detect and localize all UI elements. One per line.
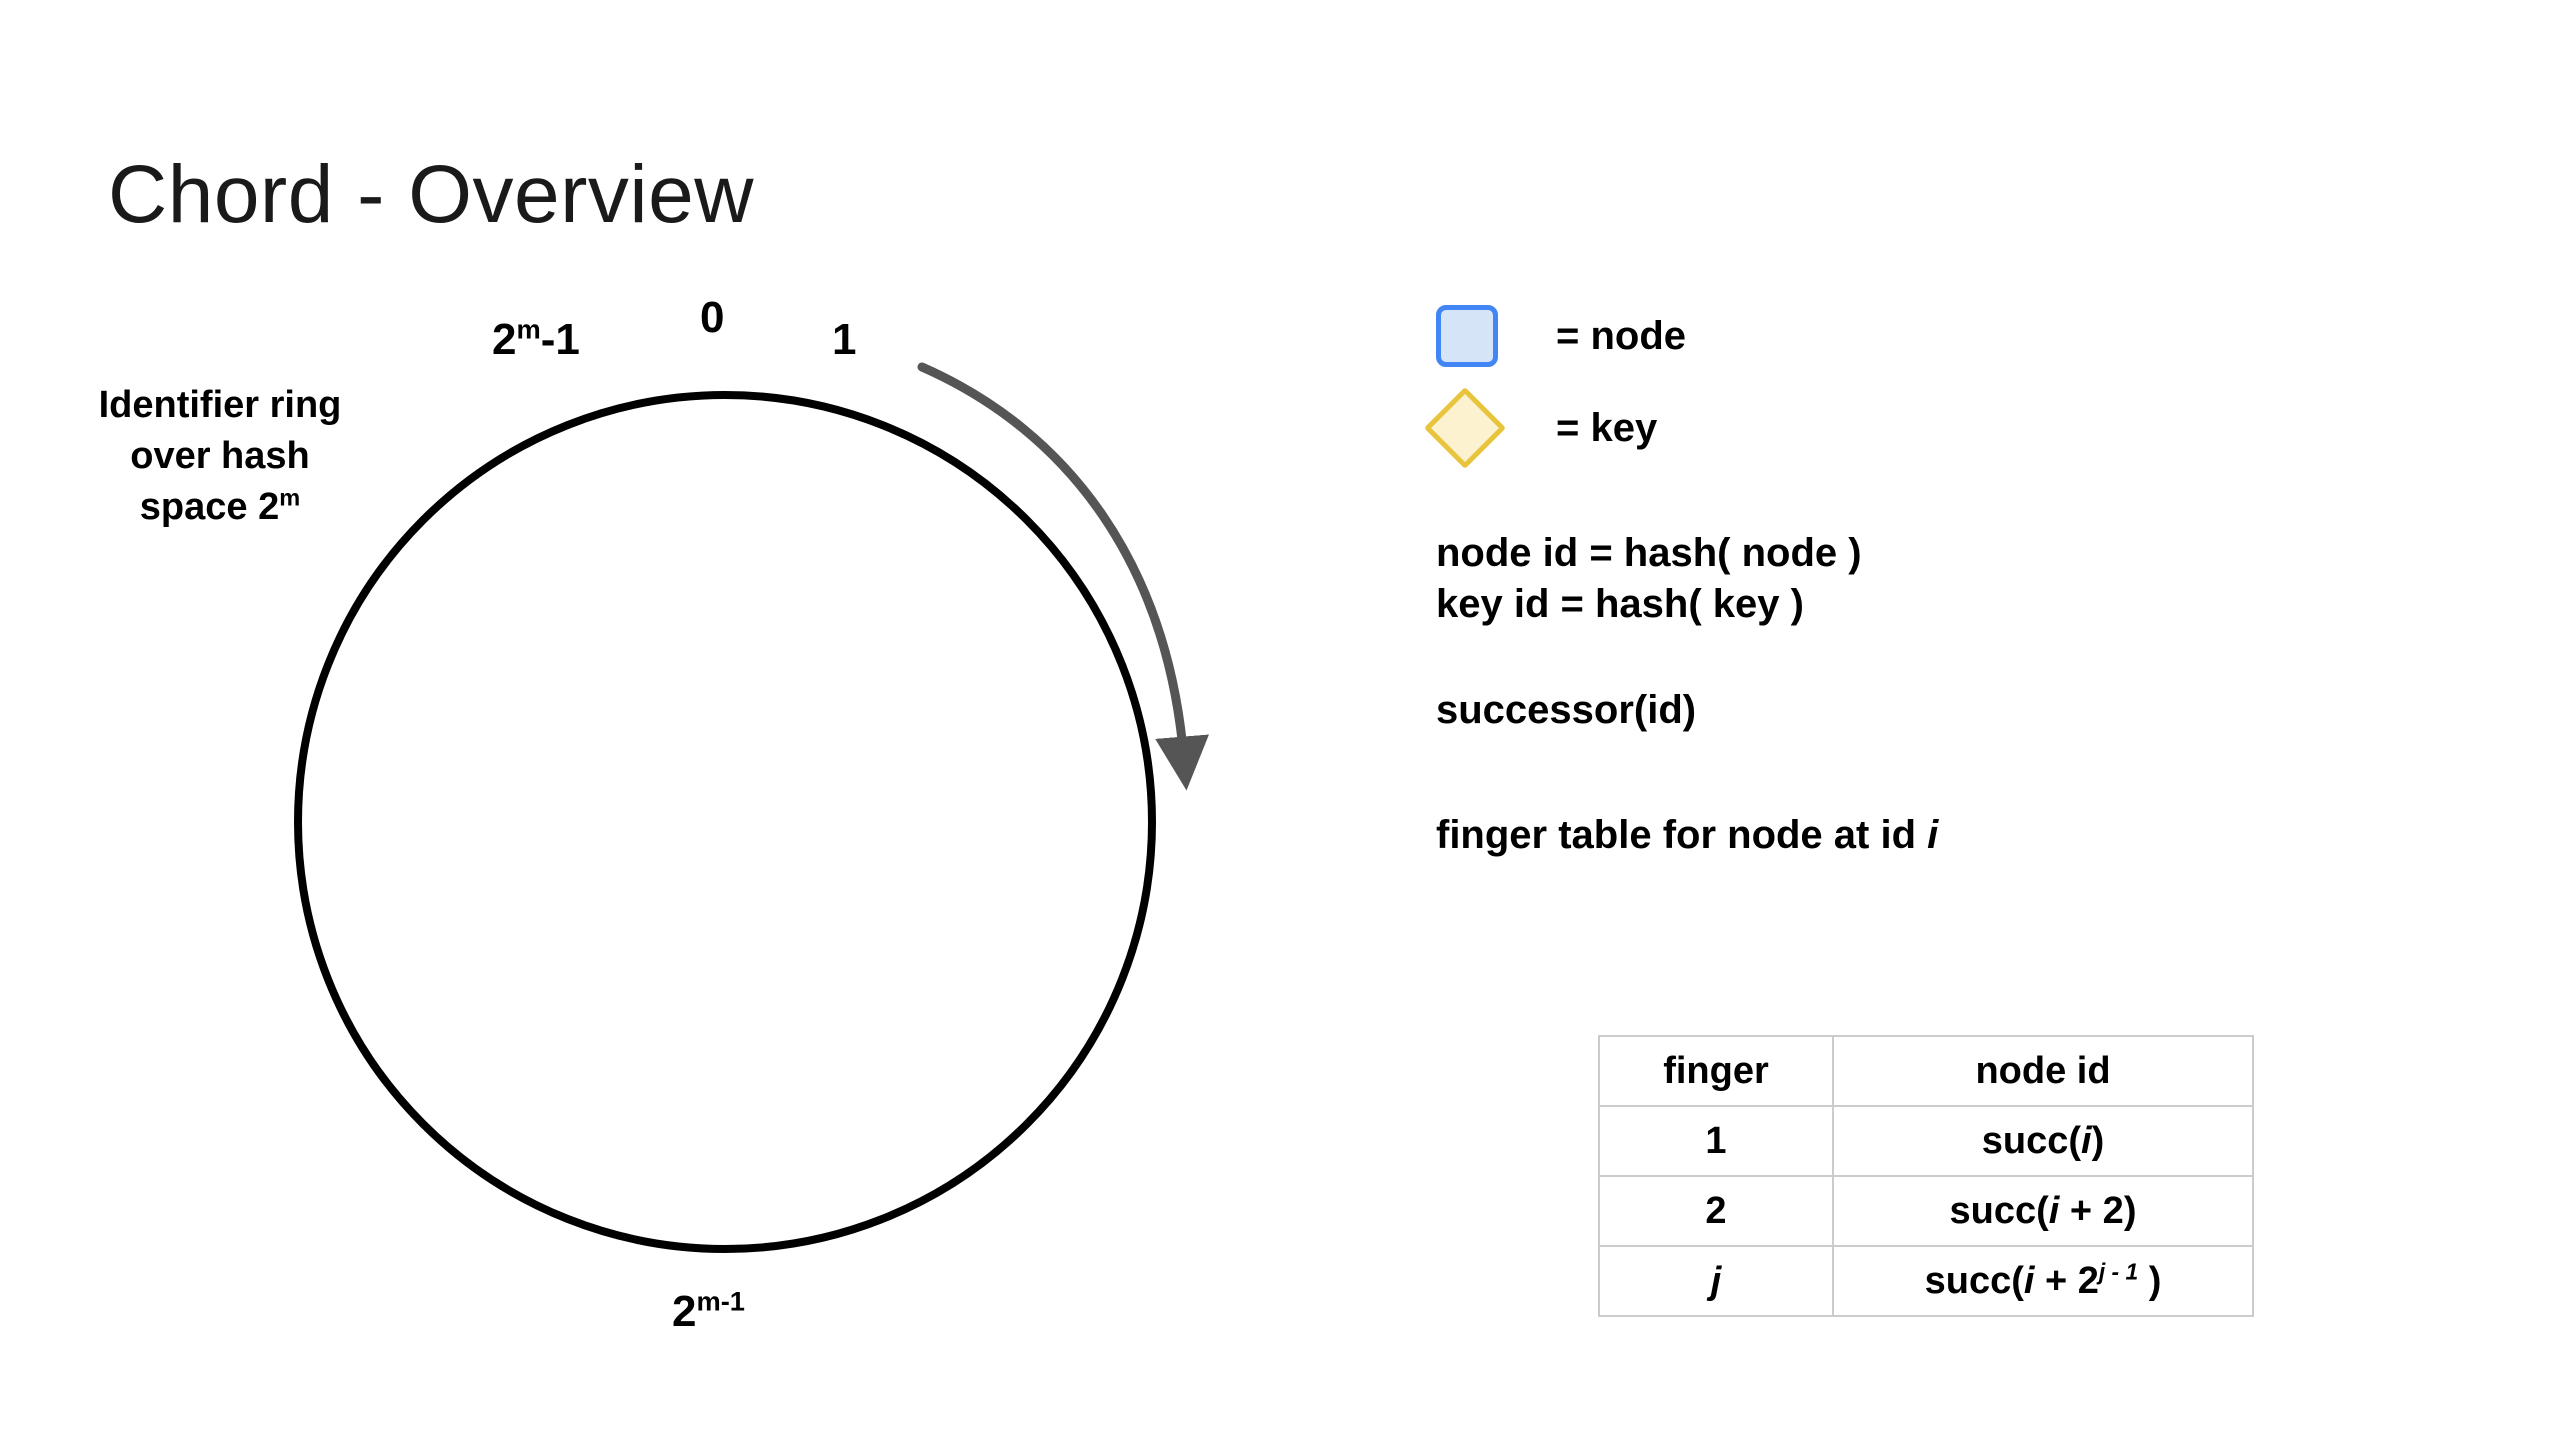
table-header-finger: finger [1598, 1035, 1834, 1107]
identifier-ring-circle [294, 391, 1156, 1253]
table-row: 2 succ(i + 2) [1598, 1175, 2254, 1247]
clockwise-arrow-icon [917, 362, 1209, 791]
succ-mid-j: + 2 [2034, 1259, 2099, 1302]
finger-table-heading-text: finger table for node at id [1436, 813, 1928, 858]
ring-caption: Identifier ring over hash space 2m [60, 380, 380, 533]
cell-node-id-1: succ(i) [1832, 1105, 2254, 1177]
legend-item-key: = key [1423, 382, 2496, 474]
cell-node-id-j: succ(i + 2j - 1 ) [1832, 1245, 2254, 1317]
succ-suffix-j: ) [2138, 1259, 2162, 1302]
key-diamond-icon [1423, 386, 1507, 470]
finger-table-heading: finger table for node at id i [1436, 813, 2496, 858]
succ-var-2: i [2048, 1189, 2060, 1232]
ring-label-max-exponent: m [516, 313, 541, 345]
ring-label-half-exponent: m-1 [696, 1285, 745, 1317]
ring-label-max-tail: -1 [540, 315, 580, 364]
table-row: 1 succ(i) [1598, 1105, 2254, 1177]
legend-and-definitions-panel: = node = key node id = hash( node ) key … [1423, 290, 2496, 858]
legend-label-key: = key [1556, 405, 1658, 450]
successor-definition: successor(id) [1436, 688, 1697, 733]
ring-caption-line-1: Identifier ring [98, 384, 342, 426]
table-header-node-id: node id [1832, 1035, 2254, 1107]
ring-svg [294, 362, 1209, 1253]
node-id-formula: node id = hash( node ) [1436, 531, 1862, 575]
table-row: j succ(i + 2j - 1 ) [1598, 1245, 2254, 1317]
succ-exponent-j: j - 1 [2098, 1257, 2139, 1284]
ring-label-max: 2m-1 [492, 315, 580, 364]
succ-suffix-1: ) [2091, 1119, 2105, 1162]
cell-finger-2: 2 [1598, 1175, 1834, 1247]
identifier-ring-diagram: Identifier ring over hash space 2m 2m-1 … [60, 293, 1209, 1336]
succ-prefix-2: succ( [1949, 1189, 2049, 1232]
legend-item-node: = node [1436, 290, 2496, 382]
ring-label-one: 1 [832, 315, 857, 364]
cell-finger-j: j [1598, 1245, 1834, 1317]
ring-label-zero: 0 [700, 293, 725, 342]
legend-label-node: = node [1556, 313, 1687, 358]
finger-table-heading-var: i [1927, 813, 1939, 858]
node-swatch-wrap [1436, 305, 1556, 367]
key-id-formula: key id = hash( key ) [1436, 582, 1804, 627]
ring-caption-line-3: space 2 [139, 485, 280, 528]
ring-label-half: 2m-1 [672, 1287, 745, 1336]
finger-table: finger node id 1 succ(i) 2 succ(i + 2) j… [1598, 1035, 2254, 1317]
key-swatch-wrap [1423, 386, 1556, 470]
node-square-icon [1436, 305, 1498, 367]
succ-prefix-1: succ( [1981, 1119, 2082, 1162]
cell-finger-1: 1 [1598, 1105, 1834, 1177]
succ-var-1: i [2081, 1119, 2092, 1162]
table-header-row: finger node id [1598, 1035, 2254, 1107]
succ-var-j: i [2023, 1259, 2035, 1302]
ring-caption-line-2: over hash [130, 434, 310, 477]
succ-mid-2: + 2 [2059, 1189, 2124, 1232]
ring-label-half-base: 2 [672, 1287, 697, 1336]
ring-caption-exponent: m [279, 484, 301, 511]
cell-node-id-2: succ(i + 2) [1832, 1175, 2254, 1247]
hash-definitions: node id = hash( node ) key id = hash( ke… [1436, 528, 2496, 630]
page-title: Chord - Overview [108, 149, 754, 240]
succ-suffix-2: ) [2123, 1189, 2137, 1232]
ring-label-max-base: 2 [492, 315, 517, 364]
succ-prefix-j: succ( [1924, 1259, 2024, 1302]
